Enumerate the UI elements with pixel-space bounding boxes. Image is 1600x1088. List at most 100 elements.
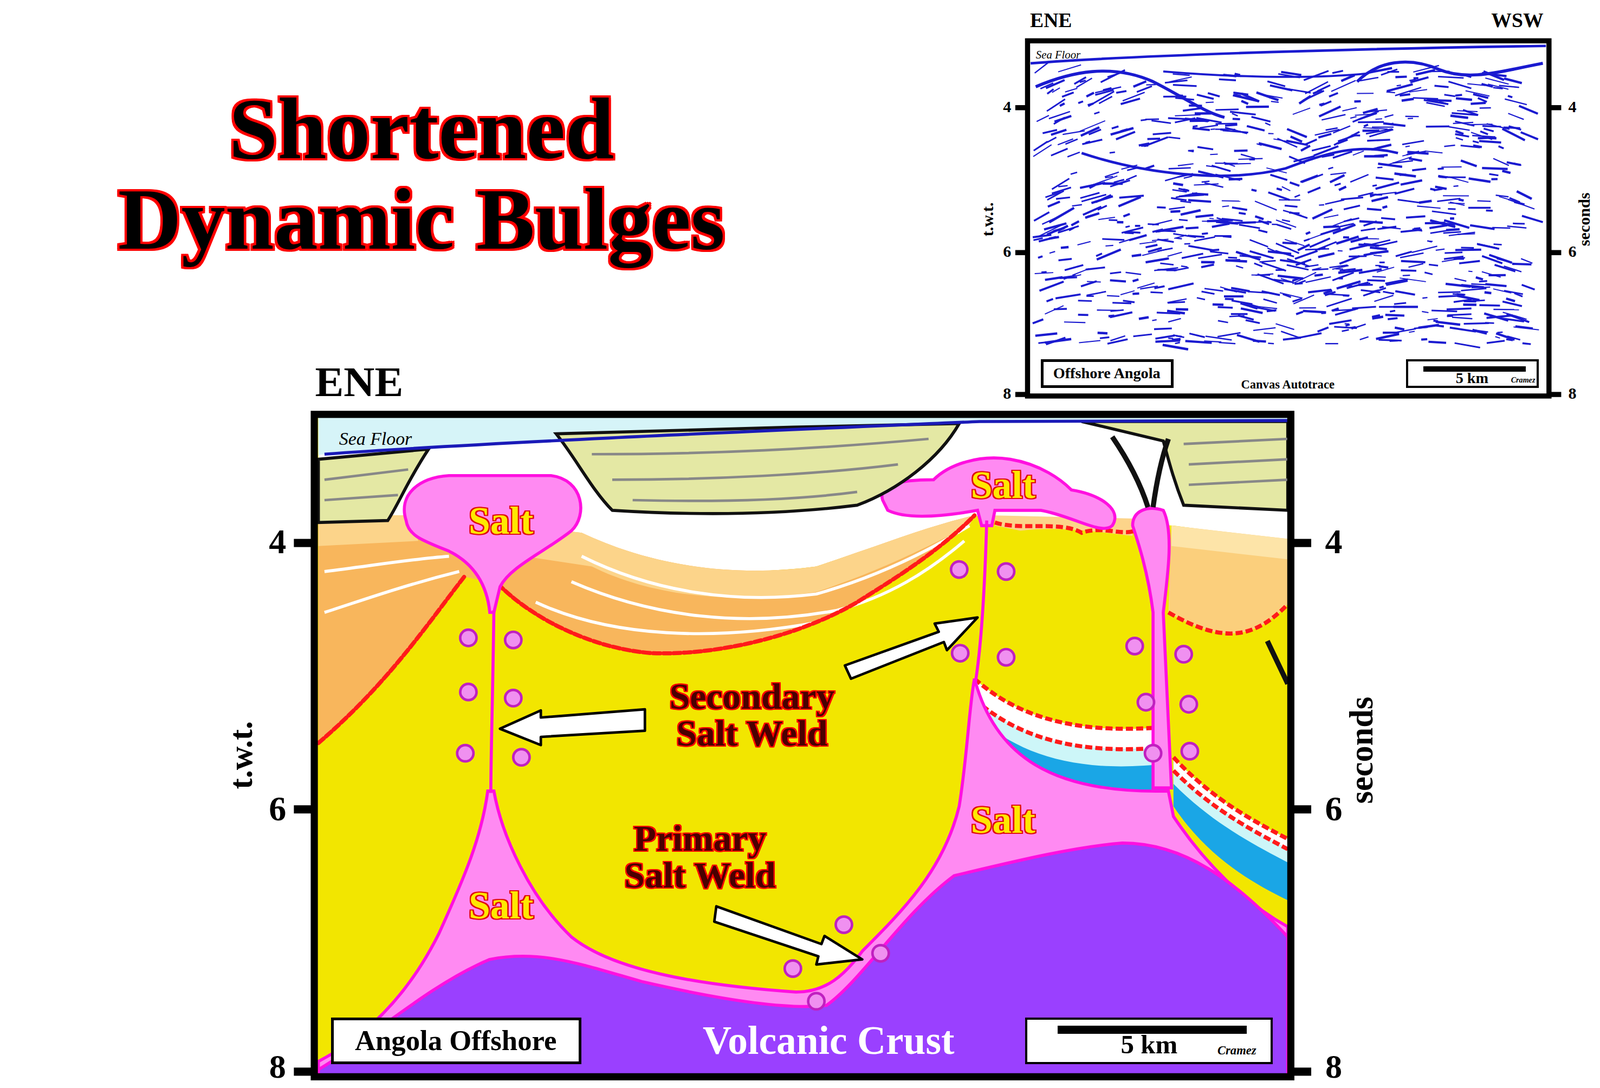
geology-shape bbox=[1246, 126, 1265, 131]
geology-shape bbox=[1252, 340, 1266, 342]
geology-shape bbox=[1479, 107, 1492, 109]
geology-shape bbox=[1131, 254, 1142, 256]
geology-shape bbox=[1125, 175, 1137, 180]
geology-shape bbox=[1312, 209, 1333, 219]
geology-shape bbox=[1359, 337, 1369, 340]
geology-shape bbox=[1486, 315, 1513, 319]
geology-shape bbox=[591, 438, 929, 455]
geology-shape bbox=[1229, 315, 1245, 317]
geology-shape bbox=[1439, 101, 1447, 104]
shape-group bbox=[500, 617, 978, 965]
geology-shape bbox=[1194, 236, 1215, 241]
geology-shape bbox=[1121, 227, 1144, 233]
geology-shape bbox=[500, 709, 645, 746]
geology-shape bbox=[1145, 244, 1158, 248]
geology-shape bbox=[1072, 204, 1083, 206]
geology-shape bbox=[1363, 244, 1372, 245]
geology-shape bbox=[1183, 189, 1188, 191]
geology-shape bbox=[1328, 294, 1350, 296]
geology-shape bbox=[1125, 225, 1130, 228]
geology-shape bbox=[1263, 333, 1274, 335]
geology-shape bbox=[1201, 260, 1215, 264]
axis-tick-label: 8 bbox=[1002, 385, 1012, 403]
geology-shape bbox=[1299, 307, 1317, 309]
geology-shape bbox=[1443, 231, 1462, 233]
geology-shape bbox=[1384, 114, 1394, 118]
node-text: Salt bbox=[468, 884, 534, 926]
geology-shape bbox=[1309, 238, 1330, 248]
geology-shape bbox=[1249, 239, 1268, 247]
geology-shape bbox=[1253, 327, 1276, 331]
geology-shape bbox=[1170, 197, 1187, 200]
geology-shape bbox=[1336, 281, 1361, 289]
geology-shape bbox=[1120, 290, 1135, 295]
geology-shape bbox=[1174, 114, 1201, 116]
geology-shape bbox=[1297, 333, 1322, 339]
geology-shape bbox=[1074, 77, 1087, 84]
geology-shape bbox=[1286, 264, 1309, 270]
geology-shape bbox=[1116, 131, 1136, 140]
scale-text: 5 km bbox=[1455, 370, 1489, 387]
geology-shape bbox=[1435, 321, 1461, 325]
geology-shape bbox=[1502, 318, 1525, 322]
geology-shape bbox=[1044, 339, 1072, 343]
geology-shape bbox=[1059, 103, 1065, 107]
geology-shape bbox=[1169, 76, 1193, 82]
geology-shape bbox=[1254, 263, 1263, 267]
geology-shape bbox=[1294, 195, 1300, 198]
geology-shape bbox=[1177, 163, 1194, 166]
geology-shape bbox=[1349, 245, 1368, 250]
geology-shape bbox=[1372, 316, 1384, 319]
geology-shape bbox=[1495, 195, 1509, 197]
geology-shape bbox=[1193, 183, 1219, 185]
geology-shape bbox=[1395, 251, 1412, 256]
geology-shape bbox=[1065, 88, 1078, 93]
geology-shape bbox=[1464, 300, 1477, 303]
geology-shape bbox=[1455, 137, 1463, 140]
geology-shape bbox=[1116, 221, 1124, 224]
geology-shape bbox=[1053, 307, 1067, 310]
geology-shape bbox=[1468, 206, 1491, 210]
geology-shape bbox=[1488, 274, 1506, 277]
geology-shape bbox=[1241, 100, 1249, 104]
axis-tick-label: 8 bbox=[1568, 385, 1577, 403]
geology-shape bbox=[1352, 151, 1364, 156]
geology-shape bbox=[1307, 232, 1327, 240]
axis-tick-label: 4 bbox=[1568, 98, 1577, 116]
node-text: Volcanic Crust bbox=[702, 1019, 955, 1062]
geology-shape bbox=[1142, 249, 1167, 256]
geology-shape bbox=[1137, 282, 1155, 289]
geology-shape bbox=[1332, 70, 1344, 74]
geology-shape bbox=[1350, 116, 1357, 119]
geology-shape bbox=[1231, 313, 1248, 316]
geology-shape bbox=[1446, 229, 1460, 231]
geology-shape bbox=[1175, 645, 1193, 663]
geology-shape bbox=[1480, 131, 1488, 134]
geology-shape bbox=[1494, 264, 1515, 272]
geology-shape bbox=[1222, 130, 1249, 133]
geology-shape bbox=[1358, 283, 1373, 287]
geology-shape bbox=[1185, 227, 1199, 229]
geology-shape bbox=[324, 571, 460, 613]
geology-shape bbox=[1284, 205, 1298, 207]
geology-shape bbox=[1371, 126, 1394, 128]
crust-region: Volcanic Crust bbox=[698, 1015, 959, 1066]
geology-shape bbox=[1300, 145, 1311, 151]
geology-shape bbox=[1015, 250, 1028, 256]
geology-shape bbox=[1239, 224, 1261, 229]
geology-shape bbox=[1203, 340, 1222, 342]
geology-shape bbox=[1493, 288, 1512, 294]
geology-shape bbox=[1512, 263, 1532, 265]
geology-shape bbox=[1408, 331, 1415, 333]
geology-shape bbox=[1549, 391, 1562, 397]
geology-shape bbox=[535, 601, 817, 634]
geology-shape bbox=[1189, 333, 1205, 338]
scale-box: 5 kmCramez bbox=[1025, 1017, 1274, 1065]
geology-shape bbox=[1271, 223, 1278, 226]
geology-shape bbox=[1151, 239, 1169, 241]
geology-shape bbox=[1078, 101, 1084, 103]
geology-shape bbox=[1168, 337, 1174, 340]
geology-shape bbox=[1506, 162, 1521, 166]
geology-shape bbox=[1197, 254, 1222, 259]
geology-shape bbox=[1118, 197, 1141, 207]
